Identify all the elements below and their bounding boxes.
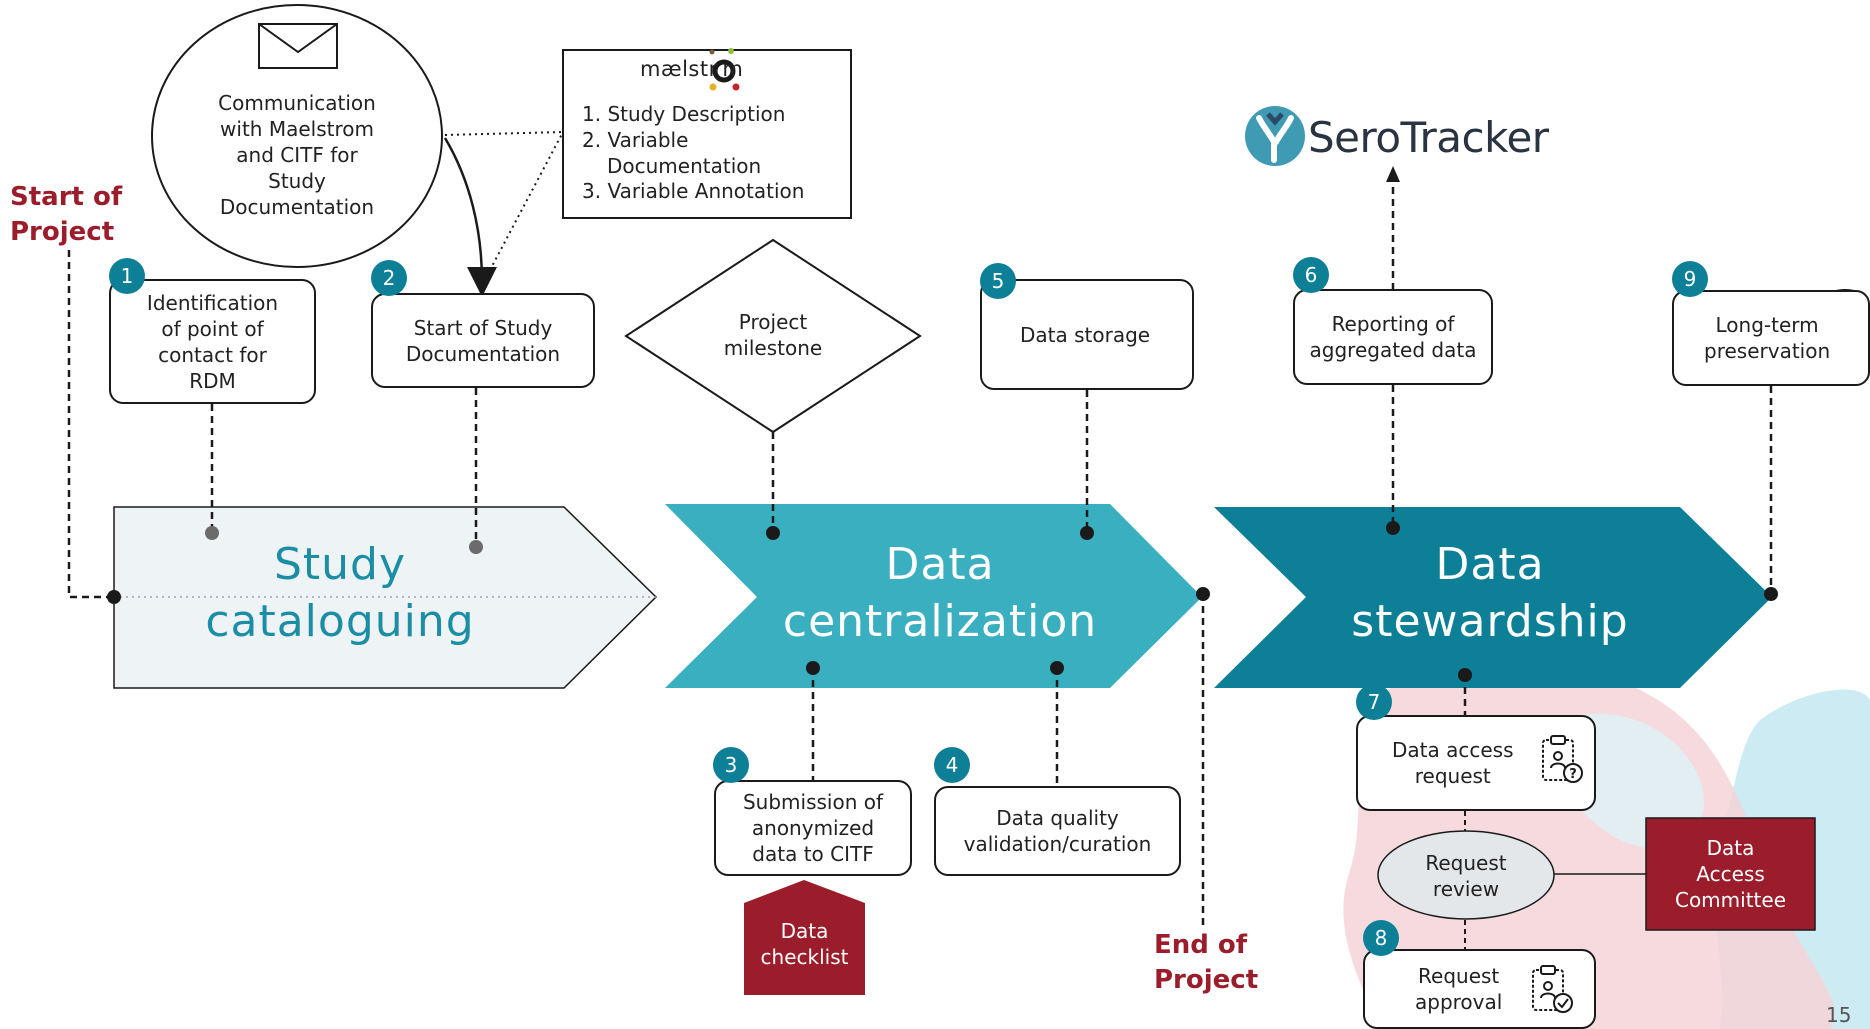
start-connector [67,250,114,599]
envelope-icon [258,23,338,69]
phase-stewardship-label: Data stewardship [1351,539,1629,648]
maelstrom-dotted-bottom [489,131,564,271]
clipboard-check-icon [1532,965,1573,1013]
step-2-badge: 2 [371,260,407,296]
maelstrom-dotted-top [444,131,564,136]
request-review-ellipse [1377,830,1555,920]
maelstrom-logo-label: mælstr m [640,57,744,81]
step-9-label: Long-term preservation [1704,313,1831,363]
start-of-project-label: Start of Project [10,182,123,248]
step-1-label: Identification of point of contact for R… [146,290,279,393]
step-1-box: Identification of point of contact for R… [109,279,316,404]
page-number: 15 [1826,1003,1852,1027]
maelstrom-logo-text: mælstr m [640,56,743,83]
phase-stewardship-chevron [1214,507,1772,688]
step-3-label: Submission of anonymized data to CITF [742,790,884,866]
maelstrom-logo-dot-brown [709,49,715,55]
maelstrom-item-2b: Documentation [607,154,762,178]
step-5-badge: 5 [980,263,1016,299]
svg-text:?: ? [1569,767,1577,782]
maelstrom-logo-o-ring [712,59,736,83]
serotracker-logo-icon [1245,106,1305,166]
milestone-dot [766,526,780,540]
step-7-badge: 7 [1356,684,1392,720]
step-4-box: Data quality validation/curation [934,786,1181,876]
clipboard-question-icon: ? [1542,735,1583,783]
step-7-label: Data access request [1392,738,1514,788]
maelstrom-box [562,49,852,219]
data-access-committee-box [1645,817,1816,931]
step-3-box: Submission of anonymized data to CITF [714,780,912,876]
milestone-text: Project milestone [723,310,823,360]
milestone-diamond [624,238,922,434]
maelstrom-item-1: 1. Study Description [582,102,786,126]
step5-dot [1080,526,1094,540]
phase-centralization-label: Data centralization [782,539,1098,648]
step-4-label: Data quality validation/curation [963,806,1152,856]
communication-circle [151,4,443,268]
step1-dot [205,526,219,540]
phase-cataloguing-label: Study cataloguing [205,539,475,648]
communication-arrow [443,137,497,297]
step9-dot [1764,587,1778,601]
step-4-badge: 4 [934,747,970,783]
step2-dot [469,540,483,554]
step-3-badge: 3 [713,747,749,783]
step-5-label: Data storage [1020,322,1151,347]
step-8-badge: 8 [1363,920,1399,956]
serotracker-arrowhead [1386,166,1400,182]
phase-centralization-chevron [665,504,1202,688]
step6-dot [1386,521,1400,535]
step-2-box: Start of Study Documentation [371,293,595,388]
step-8-label: Request approval [1415,964,1503,1014]
data-checklist-shape [744,880,865,995]
start-dot [107,590,121,604]
maelstrom-logo-dot-red [732,83,740,91]
data-access-committee-label: Data Access Committee [1674,836,1786,912]
step-1-badge: 1 [109,258,145,294]
data-checklist-label: Data checklist [760,919,849,969]
maelstrom-logo-dot-yellow [709,83,717,91]
maelstrom-item-2: 2. Variable [582,128,689,152]
request-review-label: Request review [1425,851,1507,901]
serotracker-logo-text: SeroTracker [1308,113,1549,162]
step-6-label: Reporting of aggregated data [1309,312,1477,362]
step-9-box: Long-term preservation [1672,290,1870,386]
end-of-project-label: End of Project [1154,930,1259,996]
step-5-box: Data storage [980,279,1194,390]
step-9-badge: 9 [1672,261,1708,297]
step-6-box: Reporting of aggregated data [1293,289,1493,385]
communication-text: Communication with Maelstrom and CITF fo… [218,91,376,219]
step-2-label: Start of Study Documentation [405,315,561,366]
step-6-badge: 6 [1293,257,1329,293]
maelstrom-logo-dot-green [728,48,734,54]
maelstrom-item-3: 3. Variable Annotation [582,179,805,203]
